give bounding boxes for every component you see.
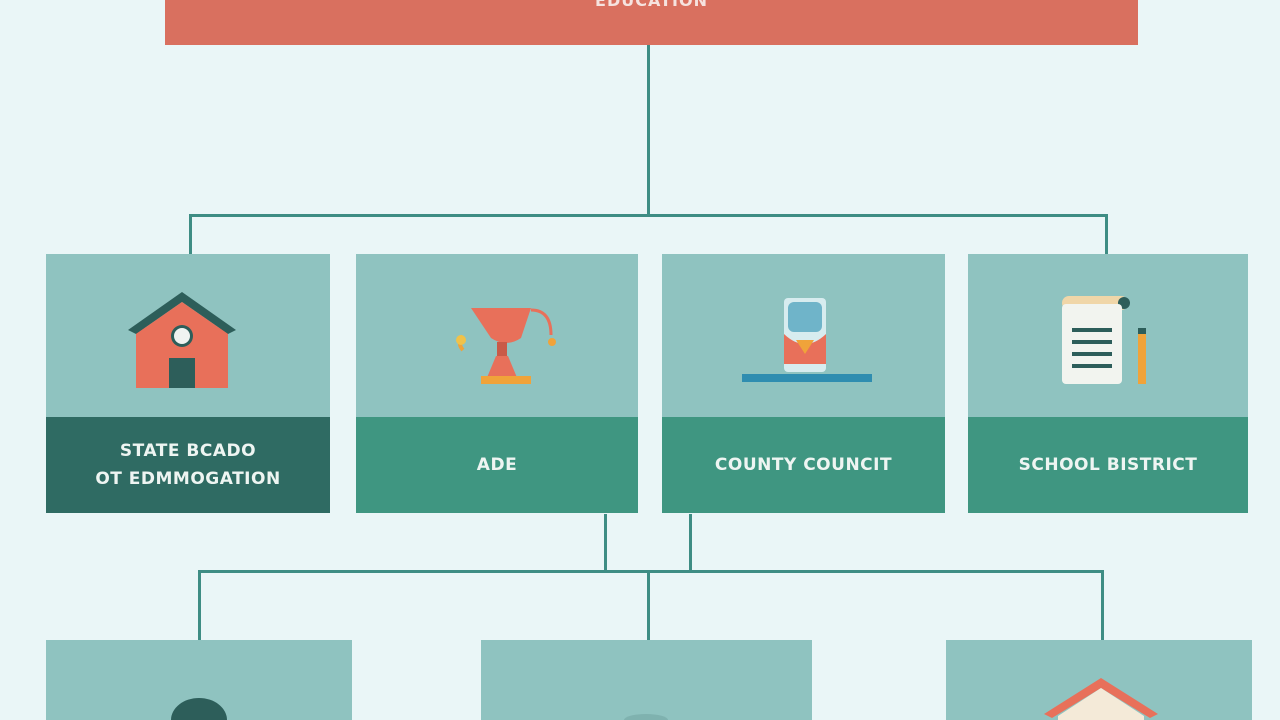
- trophy-icon: [456, 308, 556, 384]
- connector-stem-3: [689, 514, 692, 572]
- label-line-1: ADE: [476, 455, 518, 475]
- connector-drop-b3: [1101, 570, 1104, 640]
- official-icon: [742, 298, 872, 382]
- house-roof-icon: [1044, 678, 1158, 720]
- connector-drop-4: [1105, 214, 1108, 254]
- connector-drop-1: [189, 214, 192, 254]
- connector-horizontal-bottom: [198, 570, 1104, 573]
- connector-drop-b2: [647, 570, 650, 640]
- connector-drop-b1: [198, 570, 201, 640]
- label-line-1: COUNTY COUNCIT: [714, 455, 893, 475]
- house-icon: [128, 292, 236, 388]
- document-pencil-icon: [1062, 296, 1146, 384]
- person-icon: [171, 698, 227, 720]
- org-card-county-council[interactable]: COUNTY COUNCIT: [662, 254, 945, 513]
- org-card-ade[interactable]: ADE: [356, 254, 638, 513]
- top-banner: EDUCATION: [165, 0, 1138, 45]
- org-card-label: COUNTY COUNCIT: [662, 417, 945, 513]
- org-card-state-board[interactable]: STATE BCADO OT EDMMOGATION: [46, 254, 330, 513]
- label-line-1: STATE BCADO: [119, 441, 257, 461]
- org-card-school-district[interactable]: SCHOOL BISTRICT: [968, 254, 1248, 513]
- connector-stem-2: [604, 514, 607, 572]
- connector-vertical-root: [647, 45, 650, 217]
- org-card-label: ADE: [356, 417, 638, 513]
- org-card-label: SCHOOL BISTRICT: [968, 417, 1248, 513]
- org-card-bottom-3[interactable]: [946, 640, 1252, 720]
- org-card-bottom-1[interactable]: [46, 640, 352, 720]
- label-line-2: OT EDMMOGATION: [95, 469, 281, 489]
- banner-title: EDUCATION: [595, 0, 708, 10]
- person-icon: [624, 714, 668, 720]
- org-card-label: STATE BCADO OT EDMMOGATION: [46, 417, 330, 513]
- connector-horizontal-top: [189, 214, 1108, 217]
- label-line-1: SCHOOL BISTRICT: [1018, 455, 1198, 475]
- org-card-bottom-2[interactable]: [481, 640, 812, 720]
